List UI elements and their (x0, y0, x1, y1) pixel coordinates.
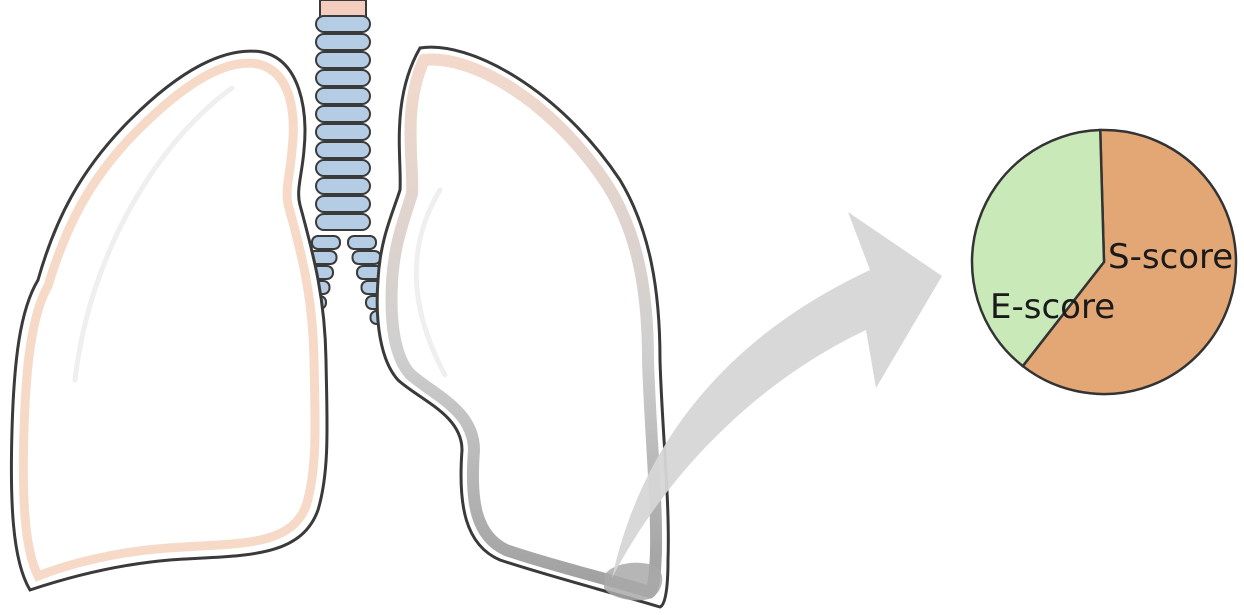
trachea-ring (316, 88, 370, 104)
trachea-ring (316, 196, 370, 212)
trachea-ring (316, 52, 370, 68)
trachea-ring (316, 34, 370, 50)
trachea-ring (316, 142, 370, 158)
trachea-ring (316, 124, 370, 140)
trachea-ring (316, 106, 370, 122)
left-lung (11, 51, 327, 590)
score-pie-chart: E-score S-score (972, 130, 1236, 394)
trachea-ring (316, 70, 370, 86)
lesion-shadow (604, 563, 662, 601)
bronchus-ring (348, 236, 376, 249)
pie-label-e-score: E-score (990, 287, 1115, 327)
trachea-ring (316, 160, 370, 176)
trachea-ring (316, 214, 370, 230)
pie-label-s-score: S-score (1108, 237, 1233, 277)
right-lung (377, 47, 668, 607)
bronchus-ring (312, 236, 340, 249)
bronchus-ring (353, 251, 381, 264)
trachea-ring (316, 178, 370, 194)
trachea-ring (316, 16, 370, 32)
